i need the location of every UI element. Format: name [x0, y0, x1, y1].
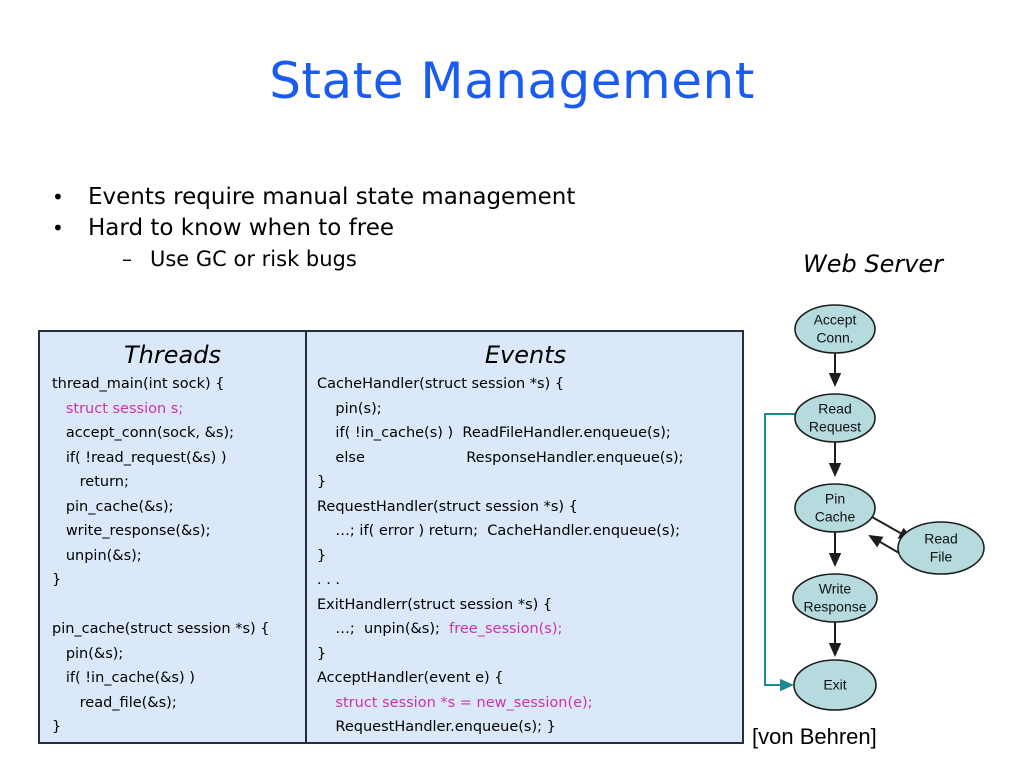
code-block-events: CacheHandler(struct session *s) { pin(s)… [307, 372, 744, 740]
bullet-marker-icon: • [52, 216, 64, 240]
flow-node-read-file-line2: File [930, 549, 953, 565]
flow-node-pin-cache-line2: Cache [815, 509, 856, 525]
flow-node-write-response[interactable]: Write Response [792, 573, 878, 623]
flow-node-exit-line1: Exit [823, 677, 846, 693]
code-line: write_response(&s); [52, 523, 211, 539]
code-line: accept_conn(sock, &s); [52, 425, 235, 441]
code-line: …; unpin(&s); free_session(s); [317, 621, 563, 637]
flow-node-read-request-line2: Request [809, 419, 861, 435]
code-fragment-highlighted: free_session(s); [449, 621, 563, 637]
code-line: pin_cache(&s); [52, 498, 174, 515]
edge-read-request-to-exit-loop [764, 413, 800, 692]
code-line: if( !in_cache(s) ) ReadFileHandler.enque… [317, 425, 671, 441]
code-column-events: Events CacheHandler(struct session *s) {… [307, 332, 744, 742]
list-item-label: Hard to know when to free [88, 215, 395, 241]
flow-node-pin-cache[interactable]: Pin Cache [794, 483, 876, 533]
flow-node-exit[interactable]: Exit [793, 659, 877, 711]
code-line: } [52, 572, 62, 588]
column-divider [305, 332, 307, 742]
code-line: . . . [317, 572, 341, 588]
code-line: if( !in_cache(&s) ) [52, 670, 195, 686]
flow-node-accept-conn-line2: Conn. [816, 330, 853, 346]
list-item: • Events require manual state management [52, 182, 752, 213]
code-line: } [317, 474, 327, 490]
flow-node-write-response-line1: Write [819, 581, 852, 597]
flowchart-svg: Accept Conn. Read Request Pin Cache Read… [764, 304, 985, 711]
web-server-flowchart: Web Server Accept Conn. Read Request [748, 240, 1024, 768]
code-line: …; if( error ) return; CacheHandler.enqu… [317, 523, 681, 539]
code-line: pin_cache(struct session *s) { [52, 621, 270, 637]
code-line: struct session s; [52, 400, 184, 417]
bullet-marker-icon: • [52, 185, 64, 209]
column-header-events: Events [484, 341, 567, 369]
column-header-threads: Threads [124, 341, 221, 369]
code-line: AcceptHandler(event e) { [317, 670, 504, 686]
flow-node-read-request-line1: Read [818, 401, 851, 417]
flow-node-read-request[interactable]: Read Request [794, 393, 876, 443]
dash-marker-icon: – [122, 247, 132, 271]
page-title: State Management [269, 52, 755, 110]
code-line: else ResponseHandler.enqueue(s); [317, 449, 684, 466]
code-block-threads: thread_main(int sock) { struct session s… [40, 372, 305, 740]
flow-node-write-response-line2: Response [803, 599, 866, 615]
code-line [52, 593, 305, 618]
bullet-list: • Events require manual state management… [52, 182, 752, 274]
code-line: thread_main(int sock) { [52, 376, 225, 392]
code-line: struct session *s = new_session(e); [317, 694, 593, 711]
flow-node-pin-cache-line1: Pin [825, 491, 845, 507]
flow-node-accept-conn-line1: Accept [814, 312, 857, 328]
list-item: • Hard to know when to free [52, 213, 752, 244]
list-item: – Use GC or risk bugs [122, 244, 752, 274]
code-line: pin(s); [317, 400, 382, 417]
code-line: unpin(&s); [52, 547, 142, 564]
code-line: pin(&s); [52, 645, 124, 662]
code-line: } [52, 719, 62, 735]
code-line: if( !read_request(&s) ) [52, 449, 227, 466]
code-line: ExitHandlerr(struct session *s) { [317, 596, 553, 613]
flow-node-accept-conn[interactable]: Accept Conn. [794, 304, 876, 354]
code-line: return; [52, 474, 129, 490]
code-column-threads: Threads thread_main(int sock) { struct s… [40, 332, 305, 742]
flow-node-read-file-line1: Read [924, 531, 957, 547]
flow-node-read-file[interactable]: Read File [897, 521, 985, 575]
code-comparison-panel: Threads thread_main(int sock) { struct s… [38, 330, 744, 744]
list-item-label: Use GC or risk bugs [150, 247, 357, 271]
attribution-label: [von Behren] [752, 724, 877, 749]
flowchart-title: Web Server [802, 250, 944, 278]
code-line: read_file(&s); [52, 694, 177, 711]
code-line: CacheHandler(struct session *s) { [317, 376, 565, 392]
code-line: RequestHandler.enqueue(s); } [317, 719, 556, 735]
code-line: } [317, 547, 327, 564]
list-item-label: Events require manual state management [88, 184, 576, 210]
code-line: RequestHandler(struct session *s) { [317, 498, 578, 515]
code-line: } [317, 645, 327, 662]
